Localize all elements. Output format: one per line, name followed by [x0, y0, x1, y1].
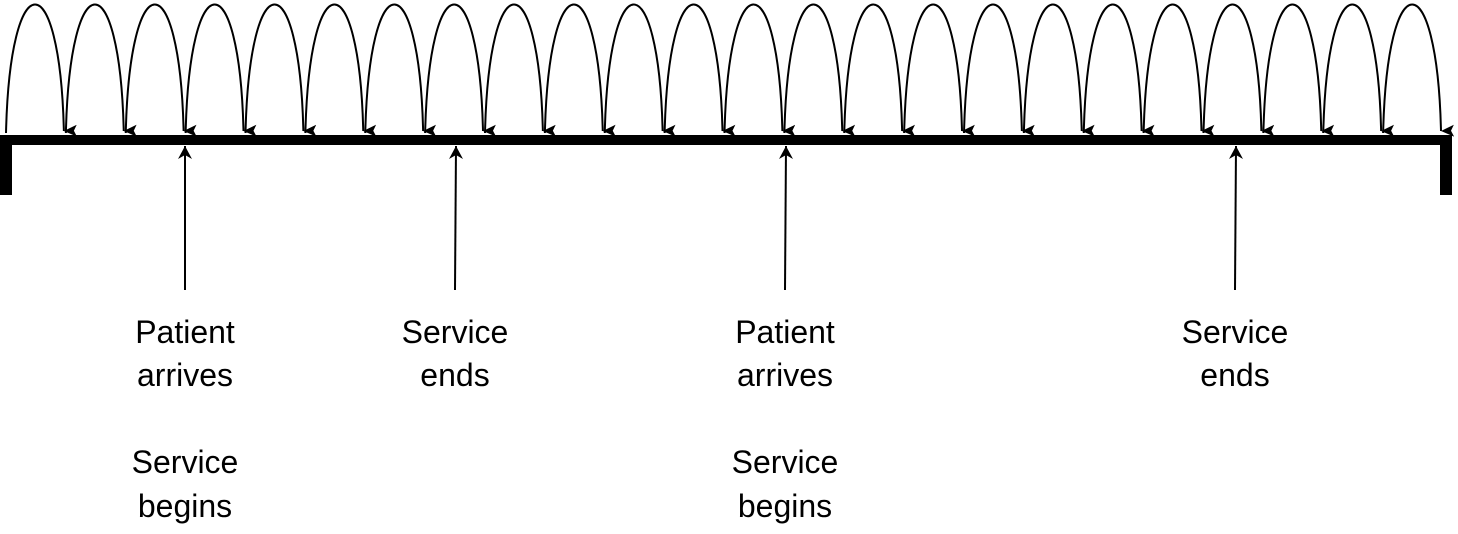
time-step-arc: [1082, 3, 1155, 137]
time-step-arc: [1322, 3, 1395, 137]
event-1-label-line-4: begins: [138, 488, 232, 524]
event-2-label-line-1: Service: [402, 314, 509, 350]
time-step-arc: [64, 3, 137, 137]
event-2: Service ends: [402, 145, 509, 393]
timeline-main-bar: [0, 135, 1452, 145]
event-1-label-line-3: Service: [132, 444, 239, 480]
time-step-arc: [903, 3, 976, 137]
event-4-label-line-2: ends: [1200, 357, 1269, 393]
event-2-arrow: [449, 145, 463, 291]
time-step-arc: [5, 3, 78, 137]
time-step-arc: [783, 3, 856, 137]
event-4: Service ends: [1182, 145, 1289, 393]
event-1-label-line-2: arrives: [137, 357, 233, 393]
time-step-arc: [1382, 3, 1455, 137]
time-step-arc: [304, 3, 377, 137]
time-step-arc: [424, 3, 497, 137]
event-3-label-line-4: begins: [738, 488, 832, 524]
event-1-label-line-1: Patient: [135, 314, 235, 350]
time-step-arc: [244, 3, 317, 137]
time-step-arc: [484, 3, 557, 137]
timeline-axis: [0, 135, 1452, 195]
event-3-label-line-3: Service: [732, 444, 839, 480]
time-step-arc: [543, 3, 616, 137]
time-step-arc: [1142, 3, 1215, 137]
time-step-arc: [1262, 3, 1335, 137]
event-3-label-line-2: arrives: [737, 357, 833, 393]
time-step-arc: [1202, 3, 1275, 137]
time-step-arc: [124, 3, 197, 137]
event-1: Patient arrives Service begins: [132, 146, 239, 524]
time-step-arc: [963, 3, 1036, 137]
time-step-arc: [364, 3, 437, 137]
event-3-arrow: [779, 145, 793, 291]
event-4-label-line-1: Service: [1182, 314, 1289, 350]
time-step-arc: [184, 3, 257, 137]
time-step-arc: [603, 3, 676, 137]
event-3: Patient arrives Service begins: [732, 145, 839, 524]
event-4-arrow: [1229, 145, 1243, 291]
time-step-arc: [663, 3, 736, 137]
event-3-label-line-1: Patient: [735, 314, 835, 350]
timeline-right-endcap: [1440, 135, 1452, 195]
time-step-arc: [723, 3, 796, 137]
time-step-arcs: [5, 3, 1455, 137]
timeline-left-endcap: [0, 135, 12, 195]
event-2-label-line-2: ends: [420, 357, 489, 393]
time-step-arc: [843, 3, 916, 137]
time-step-arc: [1022, 3, 1095, 137]
